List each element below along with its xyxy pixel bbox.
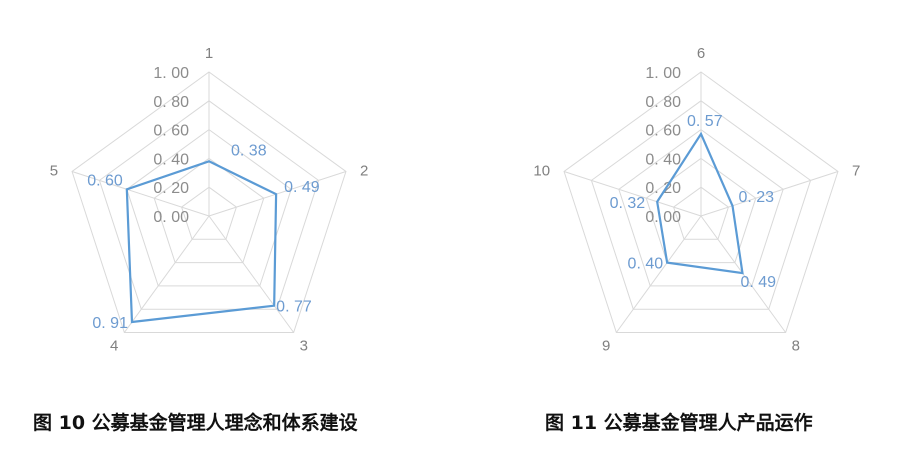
axis-label: 4: [110, 337, 118, 354]
grid-spoke: [71, 171, 210, 217]
tick-label: 0. 00: [153, 209, 189, 226]
grid-spoke: [208, 215, 295, 333]
grid-ring: [153, 157, 265, 264]
data-label: 0. 57: [687, 113, 723, 130]
series-line: [125, 160, 278, 324]
data-label: 0. 49: [740, 274, 776, 291]
grid-ring: [590, 100, 812, 310]
grid-ring: [645, 157, 757, 264]
tick-label: 0. 20: [153, 180, 189, 197]
tick-label: 1. 00: [645, 65, 681, 82]
grid-ring: [181, 186, 237, 240]
tick-label: 0. 60: [645, 123, 681, 140]
grid-spoke: [700, 171, 839, 217]
data-label: 0. 60: [87, 172, 123, 189]
tick-label: 0. 80: [153, 94, 189, 111]
grid-ring: [126, 128, 292, 287]
axis-label: 9: [602, 337, 610, 354]
data-label: 0. 38: [231, 142, 267, 159]
tick-label: 1. 00: [153, 65, 189, 82]
grid-ring: [98, 100, 320, 310]
grid-ring: [618, 128, 784, 287]
data-label: 0. 91: [92, 315, 128, 332]
axis-label: 8: [792, 337, 800, 354]
grid-ring: [673, 186, 729, 240]
grid-spoke: [123, 215, 210, 333]
data-label: 0. 49: [284, 179, 320, 196]
tick-label: 0. 40: [153, 151, 189, 168]
axis-label: 7: [852, 163, 860, 180]
axis-label: 6: [697, 45, 705, 62]
grid-spoke: [615, 215, 702, 333]
chart-caption-right: 图 11 公募基金管理人产品运作: [545, 412, 813, 434]
data-label: 0. 77: [276, 299, 312, 316]
tick-label: 0. 40: [645, 151, 681, 168]
chart-caption-left: 图 10 公募基金管理人理念和体系建设: [33, 412, 358, 434]
axis-label: 1: [205, 45, 213, 62]
grid-spoke: [563, 171, 702, 217]
tick-label: 0. 00: [645, 209, 681, 226]
axis-label: 5: [50, 163, 58, 180]
series-line: [656, 131, 744, 275]
data-label: 0. 23: [738, 189, 774, 206]
axis-label: 10: [533, 163, 550, 180]
axis-label: 2: [360, 163, 368, 180]
grid-spoke: [208, 171, 347, 217]
data-label: 0. 40: [628, 256, 664, 273]
tick-label: 0. 80: [645, 94, 681, 111]
axis-label: 3: [300, 337, 308, 354]
grid-ring: [563, 71, 839, 333]
grid-ring: [71, 71, 347, 333]
tick-label: 0. 20: [645, 180, 681, 197]
tick-label: 0. 60: [153, 123, 189, 140]
data-label: 0. 32: [610, 195, 646, 212]
